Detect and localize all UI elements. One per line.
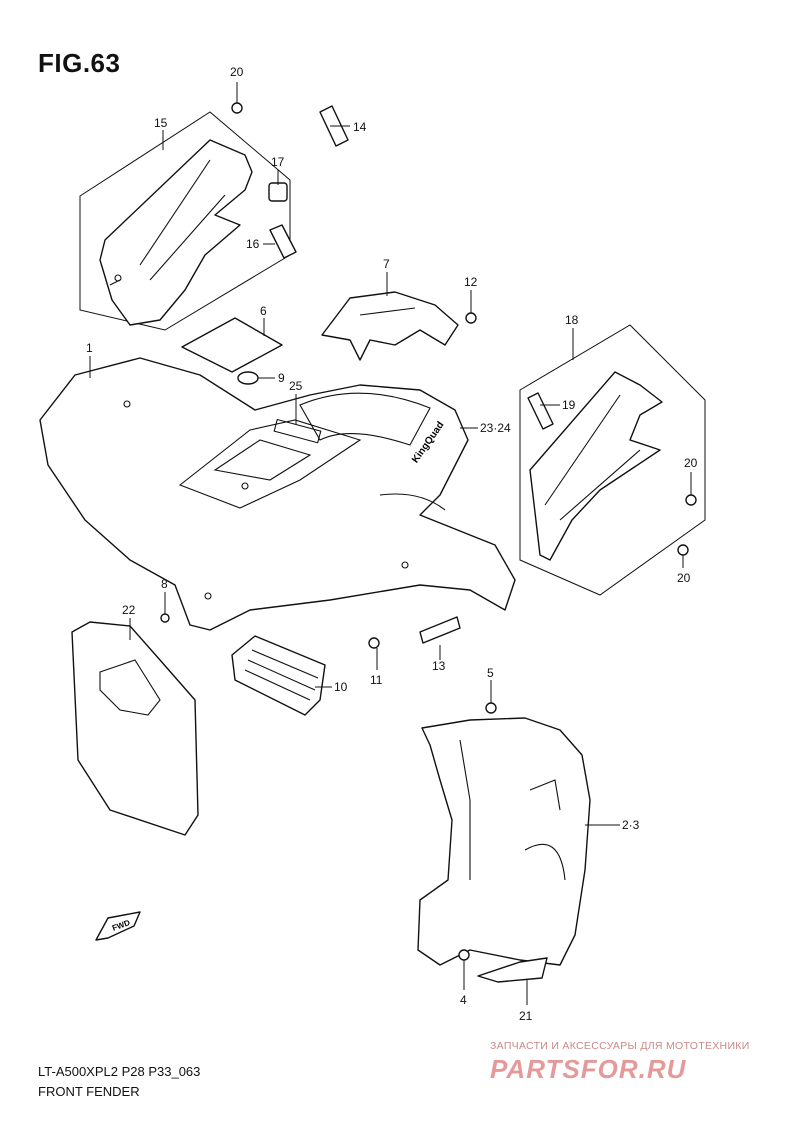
model-code: LT-A500XPL2 P28 P33_063: [38, 1064, 201, 1079]
part-13-pad[interactable]: [419, 616, 461, 644]
part-19-rubber[interactable]: [527, 392, 554, 430]
callout-21: 21: [519, 1009, 533, 1023]
callout-6: 6: [260, 304, 267, 318]
callout-labels: 20 15 14 17 16 7 12 6 18 1 9 25 19 23·24…: [86, 65, 698, 1023]
part-11-bolt[interactable]: [368, 637, 380, 649]
part-18-inner-panel[interactable]: [529, 371, 663, 561]
part-22-splash-panel[interactable]: [71, 621, 199, 836]
callout-17: 17: [271, 155, 285, 169]
part-20-bolt-right-b[interactable]: [677, 544, 689, 556]
figure-name: FRONT FENDER: [38, 1084, 140, 1099]
leader-lines: [89, 82, 692, 1005]
callout-4: 4: [460, 993, 467, 1007]
callout-16: 16: [246, 237, 260, 251]
callout-20-right-b: 20: [677, 571, 691, 585]
callout-22: 22: [122, 603, 136, 617]
part-10-grille[interactable]: [231, 635, 326, 716]
callout-18: 18: [565, 313, 579, 327]
callout-23-24: 23·24: [480, 421, 511, 435]
inset-box-right: [519, 324, 706, 596]
part-8-bolt[interactable]: [160, 613, 170, 623]
callout-15: 15: [154, 116, 168, 130]
callout-7: 7: [383, 257, 390, 271]
callout-12: 12: [464, 275, 478, 289]
watermark-tagline: ЗАПЧАСТИ И АКСЕССУАРЫ ДЛЯ МОТОТЕХНИКИ: [490, 1040, 750, 1052]
callout-10: 10: [334, 680, 348, 694]
part-12-bolt[interactable]: [465, 312, 477, 324]
callout-14: 14: [353, 120, 367, 134]
callout-20-right-a: 20: [684, 456, 698, 470]
callout-20-top: 20: [230, 65, 244, 79]
part-1-front-fender[interactable]: KingQuad: [39, 357, 516, 631]
callout-13: 13: [432, 659, 446, 673]
fwd-arrow-icon: FWD: [95, 911, 141, 941]
part-20-bolt-top[interactable]: [231, 102, 243, 114]
part-4-bolt[interactable]: [458, 949, 470, 961]
callout-1: 1: [86, 341, 93, 355]
figure-title: FIG.63: [38, 48, 121, 78]
callout-11: 11: [370, 673, 383, 687]
part-16-rubber[interactable]: [269, 224, 297, 259]
part-17-collar[interactable]: [268, 182, 288, 202]
part-21-strip[interactable]: [477, 957, 548, 983]
part-2-3-mud-guard[interactable]: [417, 717, 591, 966]
part-9-cushion[interactable]: [237, 371, 259, 385]
callout-5: 5: [487, 666, 494, 680]
part-20-bolt-right-a[interactable]: [685, 494, 697, 506]
inset-box-left: [79, 102, 297, 331]
watermark-logo: PARTSFOR.RU: [490, 1054, 687, 1084]
part-7-cover[interactable]: [321, 291, 459, 361]
part-6-lid[interactable]: [181, 317, 283, 373]
callout-9: 9: [278, 371, 285, 385]
part-15-inner-panel[interactable]: [99, 139, 253, 326]
part-5-bolt[interactable]: [485, 702, 497, 714]
callout-8: 8: [161, 577, 168, 591]
callout-25: 25: [289, 379, 303, 393]
callout-19: 19: [562, 398, 576, 412]
callout-2-3: 2·3: [622, 818, 640, 832]
